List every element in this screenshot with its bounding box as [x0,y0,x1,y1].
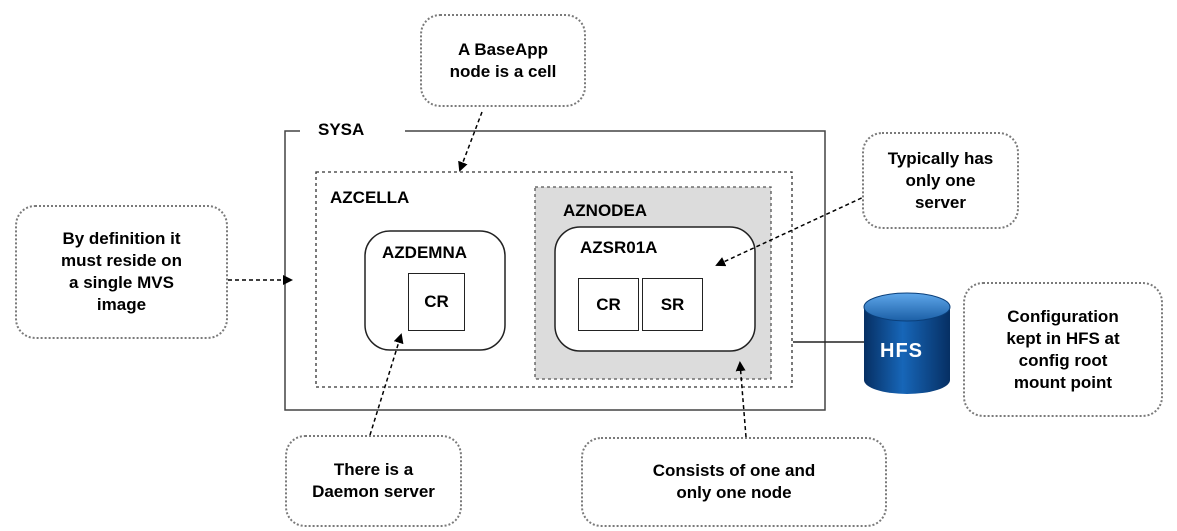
hfs-label: HFS [880,340,923,362]
server-cr-box: CR [578,278,639,331]
callout-consists: Consists of one and only one node [581,437,887,527]
callout-definition: By definition it must reside on a single… [15,205,228,339]
sysa-label: SYSA [318,120,365,139]
azcella-border [315,171,793,388]
sysa-border [284,130,826,411]
callout-daemon: There is a Daemon server [285,435,462,527]
callout-config: Configuration kept in HFS at config root… [963,282,1163,417]
hfs-cylinder-icon [863,292,951,394]
azcella-label: AZCELLA [330,188,410,207]
callout-baseapp: A BaseApp node is a cell [420,14,586,107]
aznodea-label: AZNODEA [563,201,648,220]
arrow-baseapp [458,111,483,172]
arrow-daemon [369,333,404,436]
azsr01a-label: AZSR01A [580,238,658,257]
arrow-consists [735,361,747,438]
daemon-cr-box: CR [408,273,465,331]
azdemna-label: AZDEMNA [382,243,467,262]
server-sr-box: SR [642,278,703,331]
callout-typically: Typically has only one server [862,132,1019,229]
